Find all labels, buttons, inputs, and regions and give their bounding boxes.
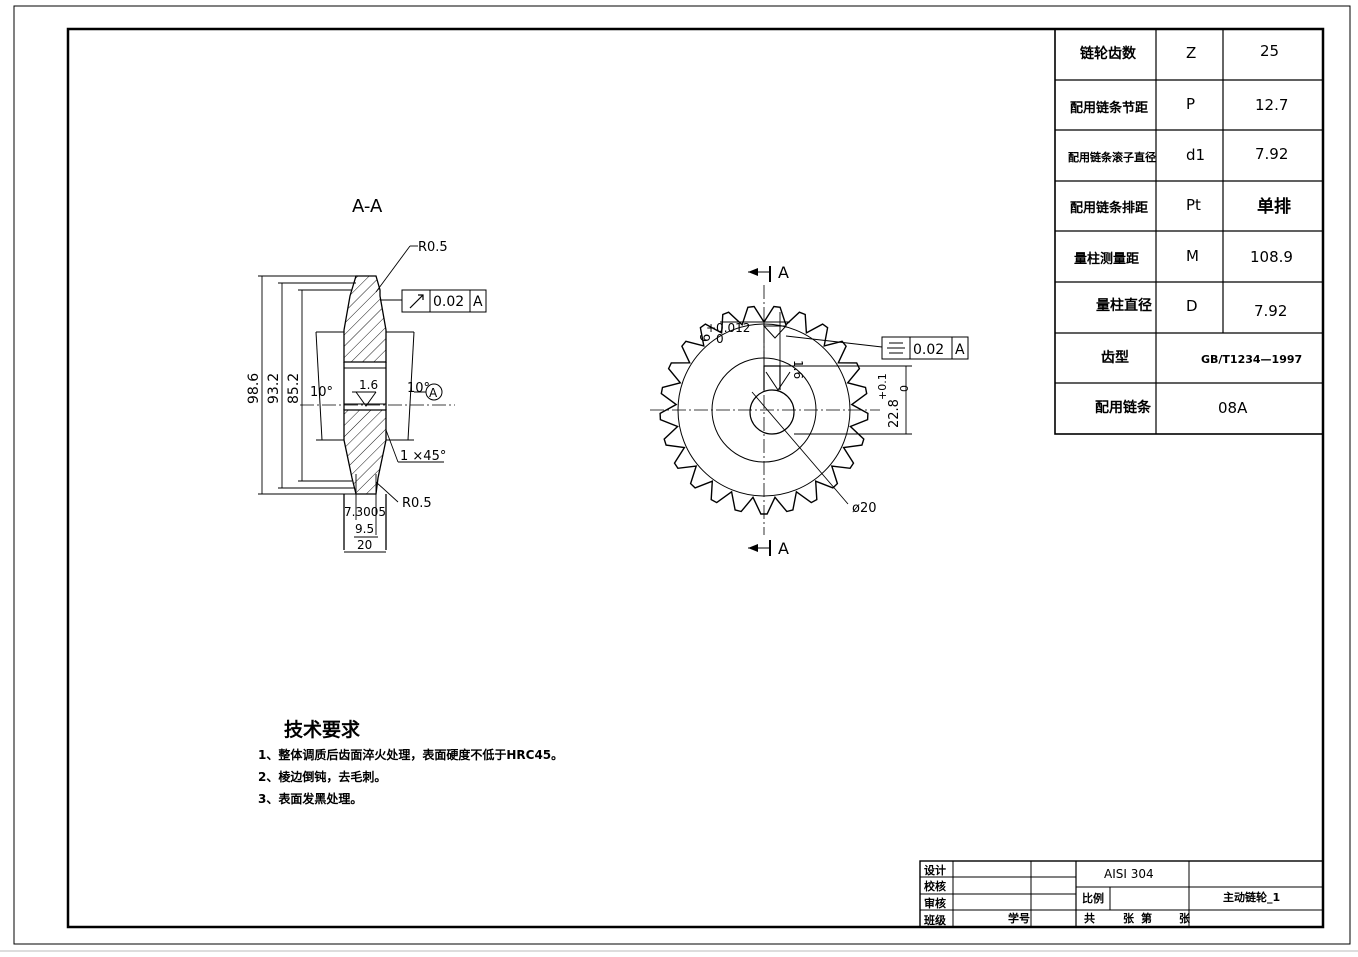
tb-student-no: 学号 (1008, 911, 1030, 925)
symmetry-datum: A (955, 342, 965, 358)
radius-top: R0.5 (418, 240, 448, 255)
tech-req-title: 技术要求 (284, 718, 361, 741)
section-view: A-A 98.6 93.2 85.2 10° 10° (246, 196, 487, 553)
param-label-d: 量柱直径 (1096, 297, 1152, 314)
cut-label-top: A (778, 263, 789, 282)
tb-part-name: 主动链轮_1 (1223, 890, 1280, 904)
tech-req-item-1: 1、整体调质后齿面淬火处理，表面硬度不低于HRC45。 (258, 747, 563, 762)
param-value-d: 7.92 (1254, 302, 1287, 320)
keyway-tol-lower: 0 (716, 332, 724, 346)
runout-datum: A (473, 294, 483, 310)
param-symbol-z: Z (1186, 44, 1196, 62)
param-value-chain: 08A (1218, 399, 1248, 417)
tb-class: 班级 (924, 913, 947, 927)
symmetry-value: 0.02 (913, 342, 944, 358)
section-hatch-upper (343, 275, 387, 363)
width-9-5: 9.5 (355, 522, 374, 536)
param-symbol-d: D (1186, 297, 1198, 315)
section-title: A-A (352, 196, 383, 217)
section-roughness: 1.6 (359, 378, 378, 392)
dim-98-6: 98.6 (246, 373, 262, 404)
parameter-table: 链轮齿数 Z 25 配用链条节距 P 12.7 配用链条滚子直径 d1 7.92… (1054, 28, 1324, 435)
param-value-z: 25 (1260, 42, 1279, 60)
keyway-tol-upper: +0.012 (706, 321, 750, 335)
param-value-m: 108.9 (1250, 248, 1293, 266)
param-label-tooth: 齿型 (1101, 349, 1129, 366)
param-symbol-d1: d1 (1186, 146, 1205, 164)
front-view: 6 +0.012 0 0.02 A 1.6 22.8 +0.1 0 ø20 A (650, 263, 969, 558)
param-label-d1: 配用链条滚子直径 (1068, 150, 1156, 164)
tb-check: 校核 (924, 879, 946, 893)
keyway-depth: 22.8 (887, 399, 902, 428)
tb-material: AISI 304 (1104, 867, 1154, 881)
tech-requirements: 技术要求 1、整体调质后齿面淬火处理，表面硬度不低于HRC45。 2、棱边倒钝，… (258, 718, 563, 806)
param-label-pt: 配用链条排距 (1070, 200, 1148, 216)
param-value-tooth: GB/T1234—1997 (1201, 353, 1302, 366)
param-symbol-m: M (1186, 247, 1199, 265)
tb-review: 审核 (924, 896, 946, 910)
datum-label: A (429, 386, 438, 400)
tech-req-item-3: 3、表面发黑处理。 (258, 791, 362, 806)
symmetry-frame (881, 336, 969, 360)
param-value-pt: 单排 (1257, 196, 1291, 217)
param-label-chain: 配用链条 (1095, 399, 1152, 416)
tb-sheet-no: 第 (1141, 911, 1152, 925)
width-20: 20 (357, 538, 372, 552)
tb-design: 设计 (924, 863, 946, 877)
dim-85-2: 85.2 (286, 373, 302, 404)
title-block: 设计 校核 审核 班级 学号 AISI 304 比例 主动链轮_1 共 张 第 … (919, 860, 1324, 928)
param-label-p: 配用链条节距 (1070, 100, 1148, 116)
tech-req-item-2: 2、棱边倒钝，去毛刺。 (258, 769, 386, 784)
inner-border (66, 27, 1325, 929)
param-symbol-pt: Pt (1186, 196, 1201, 214)
param-label-m: 量柱测量距 (1074, 251, 1139, 267)
keyway-depth-lower: 0 (898, 385, 911, 392)
tb-scale-label: 比例 (1082, 891, 1104, 905)
bore-diameter: ø20 (852, 501, 877, 516)
param-value-d1: 7.92 (1255, 145, 1288, 163)
bore-circle (749, 389, 795, 435)
keyway-width: 6 (699, 334, 714, 342)
dim-93-2: 93.2 (266, 373, 282, 404)
tb-sheet-unit1: 张 (1123, 911, 1135, 925)
param-label-z: 链轮齿数 (1080, 45, 1137, 62)
angle-left: 10° (310, 385, 333, 400)
param-value-p: 12.7 (1255, 96, 1288, 114)
radius-bottom: R0.5 (402, 496, 432, 511)
width-7-3005: 7.3005 (344, 505, 386, 519)
outer-border (13, 5, 1351, 945)
runout-value: 0.02 (433, 294, 464, 310)
keyway-depth-upper: +0.1 (876, 373, 889, 400)
tb-sheet-unit2: 张 (1179, 911, 1191, 925)
tb-sheet-total: 共 (1084, 911, 1095, 925)
runout-frame (401, 289, 487, 313)
bore-roughness: 1.6 (791, 360, 805, 379)
cut-label-bottom: A (778, 539, 789, 558)
param-symbol-p: P (1186, 95, 1195, 113)
chamfer-label: 1 ×45° (400, 449, 446, 464)
keyway (763, 365, 781, 390)
